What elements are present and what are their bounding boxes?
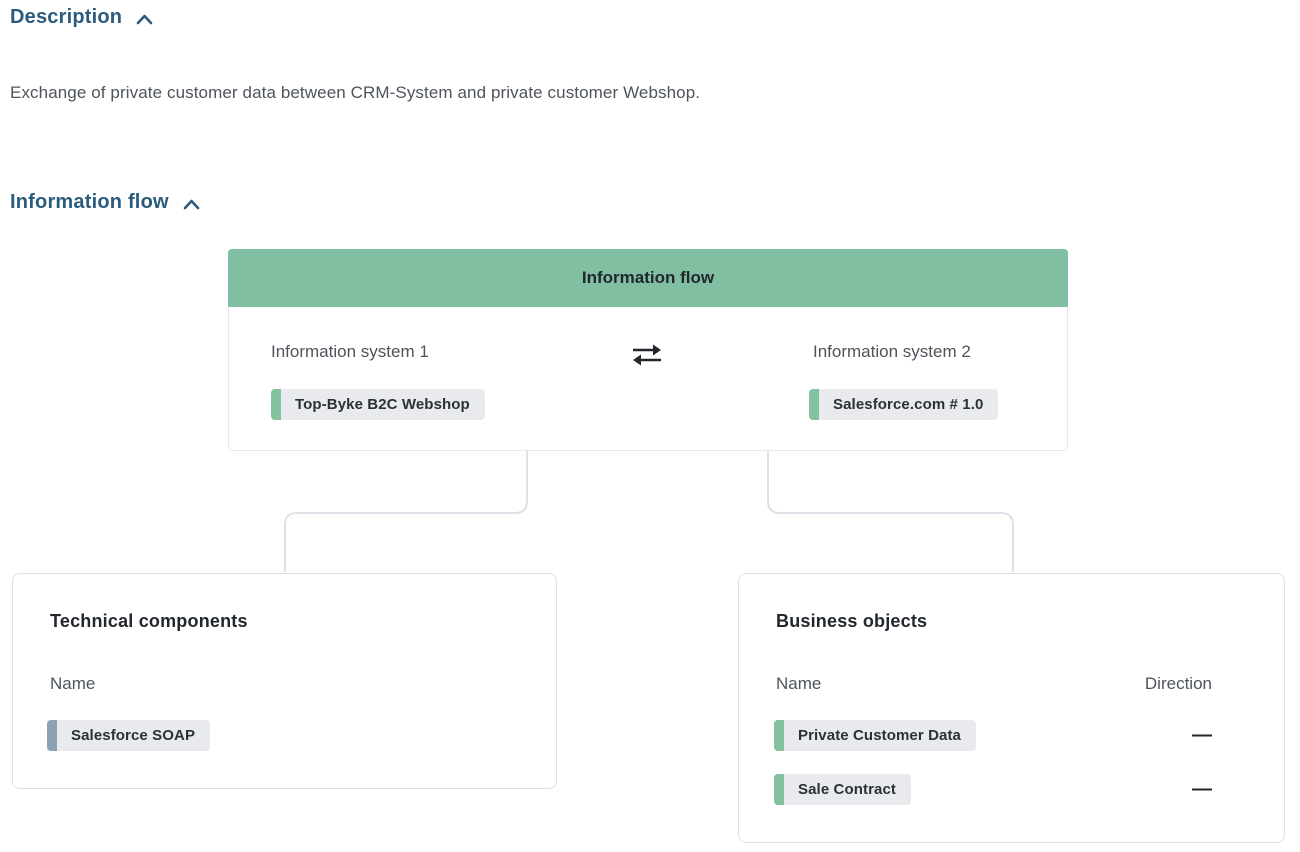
chip-label: Salesforce.com # 1.0: [833, 396, 984, 413]
column-header-name: Name: [776, 674, 822, 693]
chip-color-strip: [47, 720, 57, 751]
information-flow-card: Information flow Information system 1 To…: [228, 249, 1068, 451]
column-header-name: Name: [50, 674, 96, 693]
direction-value: —: [1192, 778, 1212, 800]
fact-sheet-chip-salesforce-com[interactable]: Salesforce.com # 1.0: [809, 389, 999, 420]
flow-card-header: Information flow: [228, 249, 1068, 307]
chip-color-strip: [774, 774, 784, 805]
fact-sheet-chip-salesforce-soap[interactable]: Salesforce SOAP: [47, 720, 211, 751]
fact-sheet-chip-private-customer-data[interactable]: Private Customer Data: [774, 720, 976, 751]
chip-label: Private Customer Data: [798, 727, 961, 744]
chip-label: Sale Contract: [798, 781, 896, 798]
chip-color-strip: [809, 389, 819, 420]
section-header-description[interactable]: Description: [10, 6, 153, 29]
flow-card-body: Information system 1 Top-Byke B2C Websho…: [228, 307, 1068, 451]
description-title: Description: [10, 6, 123, 28]
section-header-information-flow[interactable]: Information flow: [10, 191, 200, 214]
description-text: Exchange of private customer data betwee…: [10, 83, 701, 102]
information-flow-title: Information flow: [10, 191, 169, 213]
chip-color-strip: [774, 720, 784, 751]
chevron-up-icon[interactable]: [183, 199, 200, 210]
information-system-1-label: Information system 1: [271, 342, 429, 361]
business-objects-title: Business objects: [776, 611, 928, 631]
business-objects-card: Business objects Name Direction Private …: [738, 573, 1285, 843]
technical-components-card: Technical components Name Salesforce SOA…: [12, 573, 557, 789]
chip-label: Salesforce SOAP: [71, 727, 196, 744]
fact-sheet-chip-sale-contract[interactable]: Sale Contract: [774, 774, 911, 805]
chip-color-strip: [271, 389, 281, 420]
chip-label: Top-Byke B2C Webshop: [295, 396, 470, 413]
direction-value: —: [1192, 724, 1212, 746]
column-header-direction: Direction: [1144, 674, 1212, 693]
bidirectional-arrows-icon: [629, 341, 665, 374]
chevron-up-icon[interactable]: [136, 14, 153, 25]
fact-sheet-chip-top-byke-b2c-webshop[interactable]: Top-Byke B2C Webshop: [271, 389, 485, 420]
technical-components-title: Technical components: [50, 611, 248, 631]
information-system-2-label: Information system 2: [813, 342, 971, 361]
